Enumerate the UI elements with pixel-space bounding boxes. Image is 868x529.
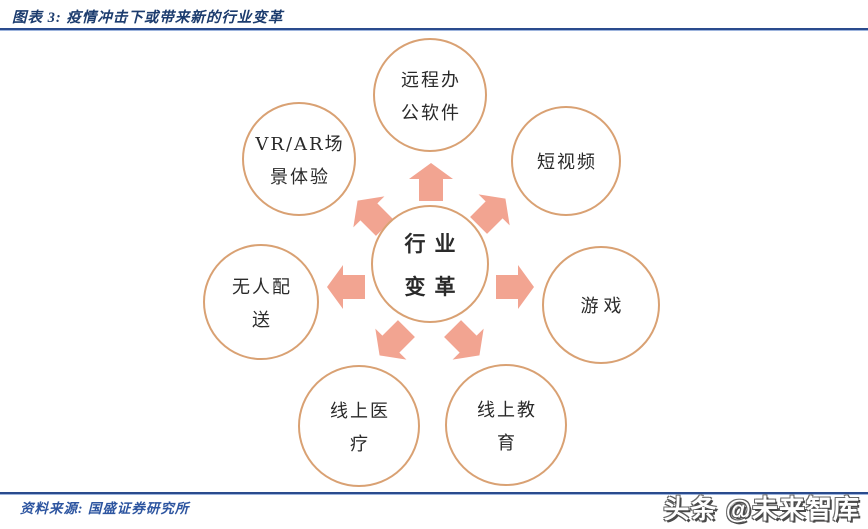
- node-label-line: 变革: [404, 273, 465, 299]
- node-label-line: 无人配: [232, 276, 292, 298]
- left-arrow: [327, 265, 365, 309]
- node-vr-ar-experience: VR/AR场 景体验: [242, 102, 356, 216]
- node-short-video: 短视频: [511, 106, 621, 216]
- node-label-line: 公软件: [401, 102, 461, 124]
- top-rule: [0, 28, 868, 30]
- node-label-line: 线上教: [477, 399, 537, 421]
- node-industry-change: 行业 变革: [371, 205, 489, 323]
- node-label-line: 行业: [404, 230, 465, 256]
- node-label-line: 远程办: [401, 69, 461, 91]
- source-note: 资料来源: 国盛证券研究所: [20, 501, 190, 516]
- down-left-arrow: [375, 320, 415, 360]
- node-label-line: 游戏: [580, 296, 627, 317]
- node-games: 游戏: [542, 246, 660, 364]
- bottom-rule: [0, 492, 868, 494]
- node-label-line: 疗: [350, 433, 370, 455]
- node-remote-office-software: 远程办 公软件: [373, 38, 487, 152]
- node-online-education: 线上教 育: [445, 364, 567, 486]
- node-label-line: 景体验: [270, 166, 330, 188]
- up-arrow: [409, 163, 453, 201]
- node-label-line: 送: [252, 309, 272, 331]
- down-right-arrow: [444, 320, 484, 360]
- node-label-line: 线上医: [330, 400, 390, 422]
- node-label-line: 育: [497, 432, 517, 454]
- node-label-line: VR/AR场: [255, 133, 345, 155]
- node-label-line: 短视频: [537, 152, 597, 173]
- node-unmanned-delivery: 无人配 送: [203, 244, 319, 360]
- figure-title: 图表 3: 疫情冲击下或带来新的行业变革: [12, 10, 284, 26]
- right-arrow: [496, 265, 534, 309]
- node-online-medical: 线上医 疗: [298, 365, 420, 487]
- watermark: 头条 @未来智库: [663, 494, 860, 524]
